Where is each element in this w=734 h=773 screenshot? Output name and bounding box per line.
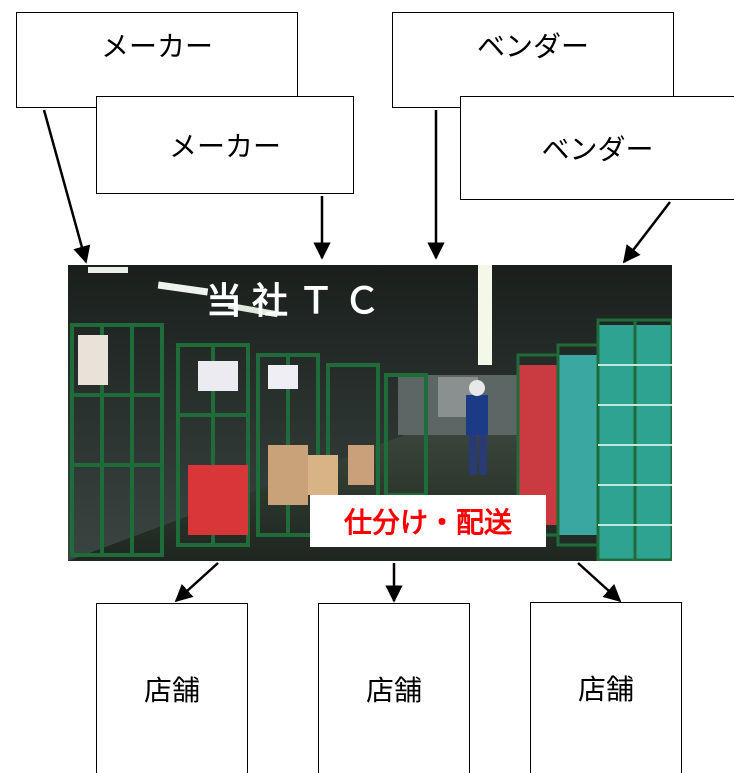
maker-label: メーカー (100, 30, 213, 63)
store-box-3: 店舗 (530, 602, 682, 773)
store-label: 店舗 (365, 673, 422, 707)
maker-label: メーカー (168, 130, 281, 163)
maker-box-back: メーカー (16, 12, 298, 108)
vendor-box-back: ベンダー (392, 12, 674, 108)
arrow-maker-to-tc (42, 109, 91, 264)
vendor-label: ベンダー (476, 30, 589, 63)
sort-delivery-label: 仕分け・配送 (310, 495, 546, 547)
store-label: 店舗 (577, 673, 634, 706)
arrow-tc-to-store3 (577, 562, 622, 603)
maker-box-front: メーカー (96, 96, 354, 194)
store-box-2: 店舗 (318, 603, 470, 773)
tc-title: 当社ＴＣ (205, 281, 390, 322)
arrow-tc-to-store1 (174, 562, 219, 603)
store-box-1: 店舗 (96, 603, 248, 773)
vendor-box-front: ベンダー (460, 96, 734, 200)
vendor-label: ベンダー (541, 133, 654, 166)
store-label: 店舗 (143, 673, 200, 707)
arrow-vendor2-to-tc (622, 201, 671, 264)
